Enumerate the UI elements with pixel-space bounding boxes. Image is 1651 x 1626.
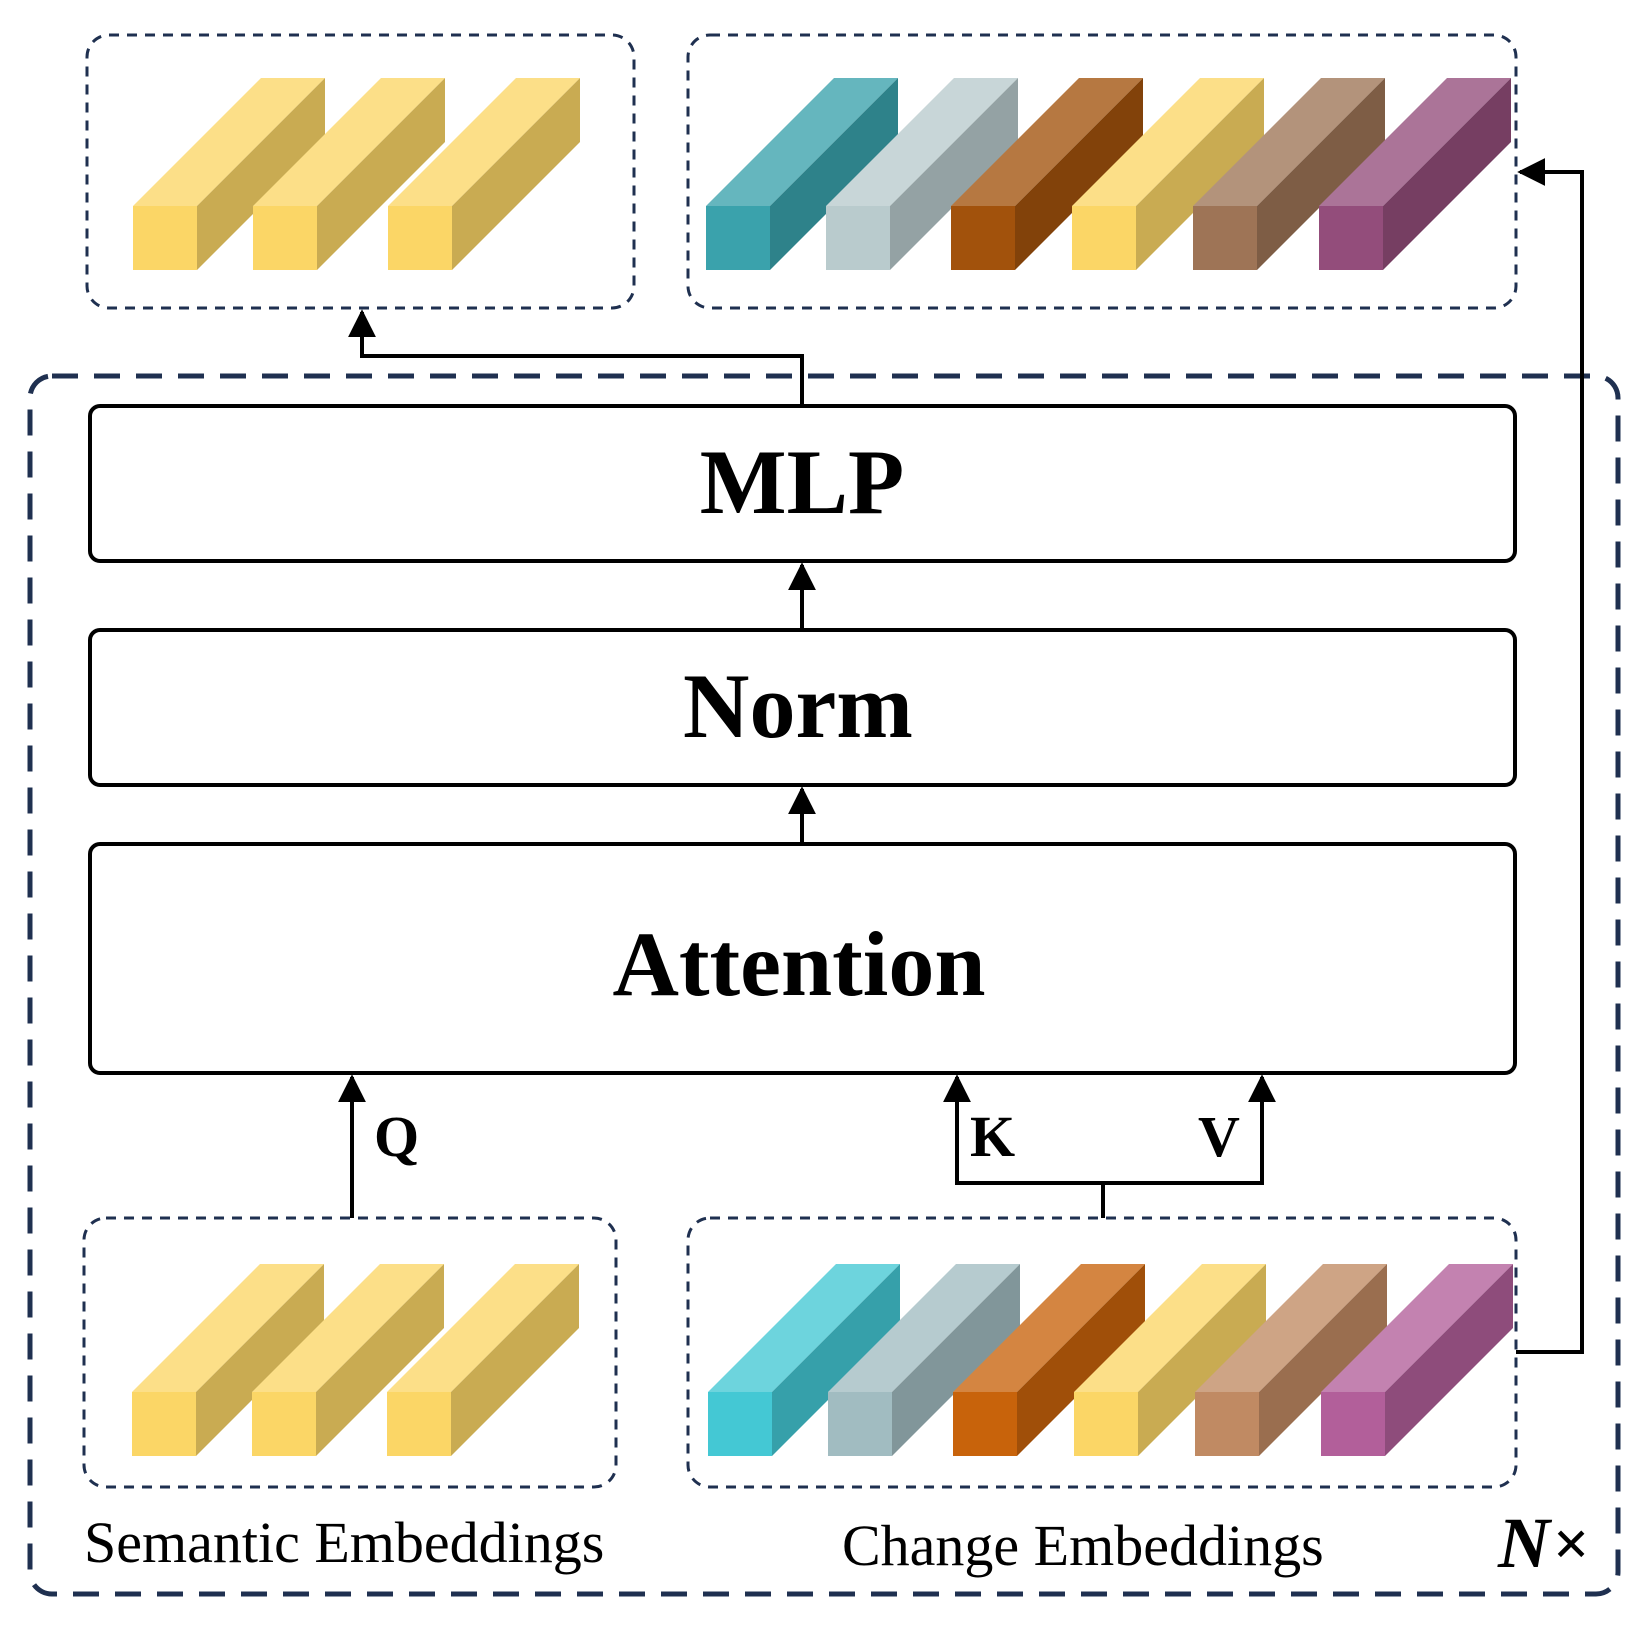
output-change-token (1193, 78, 1385, 270)
kv-branch (943, 1074, 1105, 1218)
change-embeddings-caption: Change Embeddings (842, 1513, 1324, 1578)
input-change-token (953, 1264, 1145, 1456)
q-label: Q (374, 1104, 419, 1169)
input-change-token (1074, 1264, 1266, 1456)
mlp-label: MLP (700, 431, 904, 533)
repeat-block-frame (27, 373, 1621, 1597)
input-change-token (708, 1264, 900, 1456)
semantic-embeddings-caption: Semantic Embeddings (84, 1510, 604, 1575)
output-semantic-token (253, 78, 445, 270)
output-semantic-tokens (133, 78, 580, 270)
mlp-to-output-arrow (348, 309, 804, 406)
input-change-token (1321, 1264, 1513, 1456)
kv-branch-v (1103, 1074, 1276, 1185)
output-change-token (1072, 78, 1264, 270)
output-change-tokens (706, 78, 1511, 270)
input-semantic-token (132, 1264, 324, 1456)
output-change-token (826, 78, 1018, 270)
output-change-token (706, 78, 898, 270)
input-semantic-token (252, 1264, 444, 1456)
input-semantic-token (387, 1264, 579, 1456)
repeat-n-label: N (1497, 1503, 1553, 1583)
input-change-tokens (708, 1264, 1513, 1456)
norm-label: Norm (683, 655, 913, 757)
v-label: V (1198, 1104, 1240, 1169)
input-change-token (828, 1264, 1020, 1456)
attention-label: Attention (612, 913, 985, 1015)
input-change-token (1195, 1264, 1387, 1456)
output-change-token (951, 78, 1143, 270)
output-semantic-token (133, 78, 325, 270)
input-semantic-tokens (132, 1264, 579, 1456)
repeat-times-label: × (1553, 1508, 1589, 1579)
output-semantic-token (388, 78, 580, 270)
output-semantic-group (85, 33, 636, 310)
k-label: K (970, 1104, 1015, 1169)
output-change-token (1319, 78, 1511, 270)
change-update-arrow (1516, 158, 1584, 1354)
